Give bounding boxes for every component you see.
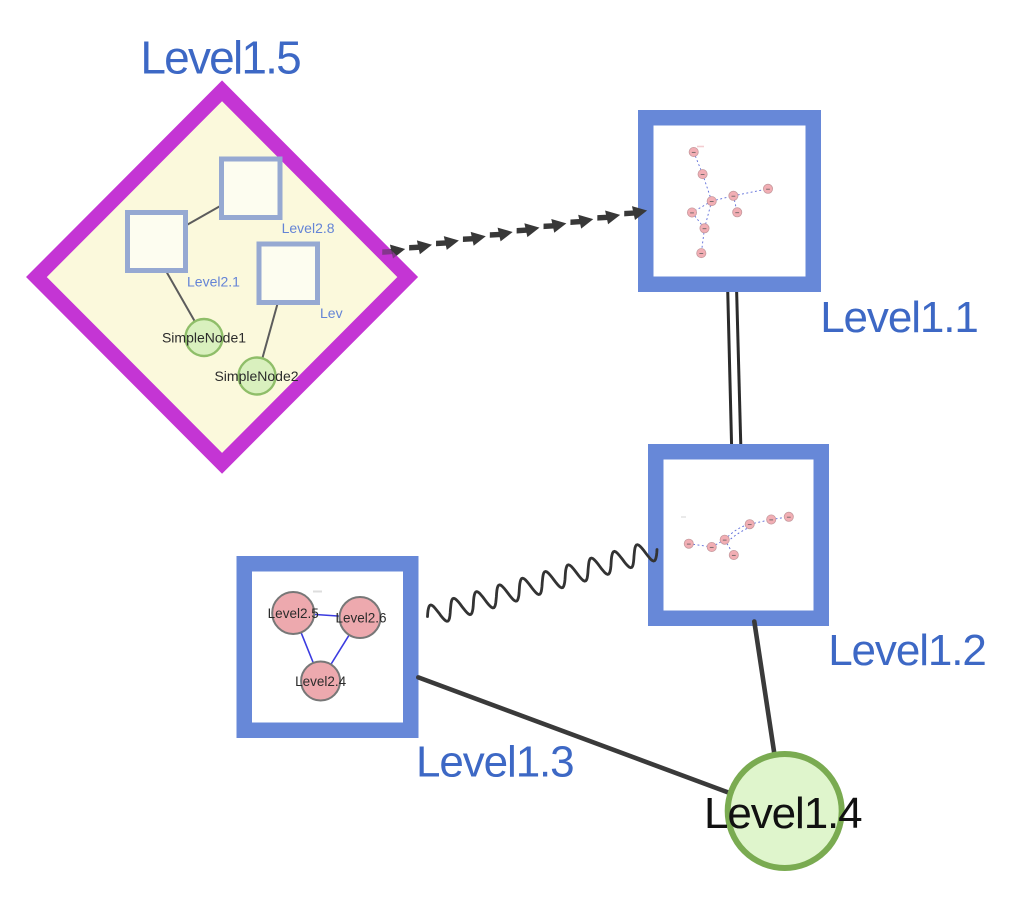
svg-text:Level1.2: Level1.2 [828, 626, 986, 675]
svg-text:Level2.1: Level2.1 [187, 274, 240, 290]
svg-text:Level1.3: Level1.3 [416, 738, 574, 787]
svg-text:Level2.8: Level2.8 [282, 220, 335, 236]
svg-text:Level1.4: Level1.4 [704, 789, 862, 838]
svg-text:Level2.6: Level2.6 [335, 611, 386, 626]
svg-text:SimpleNode1: SimpleNode1 [162, 330, 246, 346]
svg-text:Level2.4: Level2.4 [295, 674, 347, 689]
svg-text:SimpleNode2: SimpleNode2 [214, 368, 298, 384]
svg-text:Lev: Lev [320, 305, 343, 321]
svg-text:Level1.5: Level1.5 [140, 31, 300, 83]
svg-text:Level1.1: Level1.1 [820, 293, 978, 342]
svg-text:Level2.5: Level2.5 [268, 606, 319, 621]
